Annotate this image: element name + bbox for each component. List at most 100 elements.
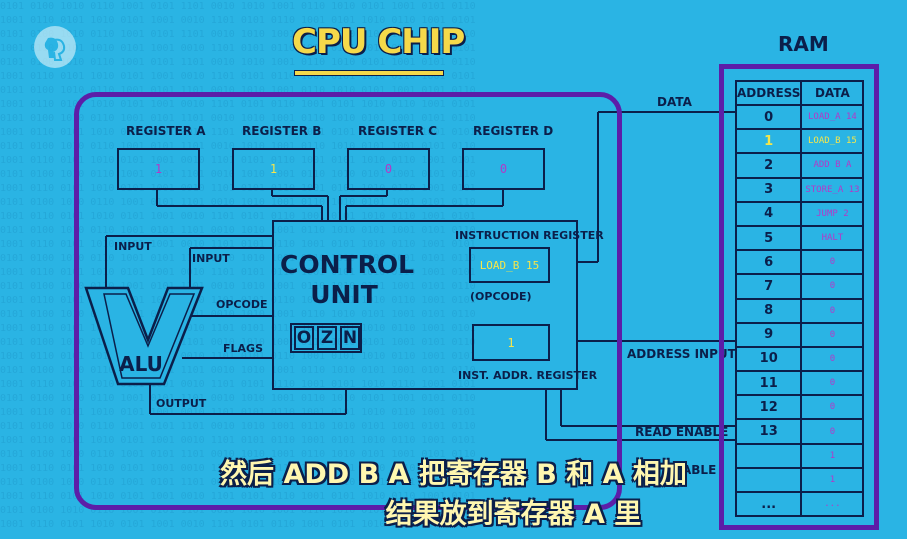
register-c-box: 0 bbox=[347, 148, 430, 190]
ram-address-cell: 1 bbox=[734, 128, 803, 155]
register-d-box: 0 bbox=[462, 148, 545, 190]
alu-input-1-label: INPUT bbox=[114, 240, 152, 253]
control-unit-title-line2: UNIT bbox=[310, 280, 378, 309]
ram-data-cell: 0 bbox=[800, 297, 865, 324]
ram-header-address: ADDRESS bbox=[734, 80, 803, 106]
inst-addr-register-label: INST. ADDR. REGISTER bbox=[458, 369, 598, 382]
ram-address-cell: 9 bbox=[734, 321, 803, 348]
data-bus-label: DATA bbox=[657, 95, 692, 109]
cpu-chip-title: CPU CHIP bbox=[292, 22, 465, 62]
pbs-logo-icon bbox=[34, 26, 76, 68]
read-enable-label: READ ENABLE bbox=[635, 425, 729, 439]
ram-data-cell: 1 bbox=[800, 442, 865, 469]
ram-data-cell: 1 bbox=[800, 466, 865, 494]
ram-address-cell: 8 bbox=[734, 297, 803, 324]
ram-data-cell: 0 bbox=[800, 249, 865, 276]
register-d-value: 0 bbox=[499, 162, 508, 176]
flag-zero: Z bbox=[317, 326, 337, 350]
ram-header-data: DATA bbox=[800, 80, 865, 106]
ram-address-cell: 6 bbox=[734, 249, 803, 276]
ram-address-cell: 10 bbox=[734, 345, 803, 373]
ram-row: 1 bbox=[734, 442, 865, 469]
alu-label: ALU bbox=[119, 352, 163, 376]
ram-data-cell: 0 bbox=[800, 370, 865, 397]
subtitle-line-1: 然后 ADD B A 把寄存器 B 和 A 相加 bbox=[220, 459, 687, 490]
ram-data-cell: LOAD_A 14 bbox=[800, 103, 865, 131]
register-d-label: REGISTER D bbox=[473, 124, 554, 138]
ram-data-cell: STORE_A 13 bbox=[800, 176, 865, 203]
alu-opcode-label: OPCODE bbox=[216, 298, 268, 311]
register-a-label: REGISTER A bbox=[126, 124, 206, 138]
ram-address-cell: 13 bbox=[734, 418, 803, 445]
inst-addr-register-value: 1 bbox=[507, 336, 515, 350]
register-a-box: 1 bbox=[117, 148, 200, 190]
title-underline bbox=[294, 70, 444, 76]
instruction-register-value: LOAD_B 15 bbox=[479, 259, 540, 272]
ram-address-cell: 0 bbox=[734, 103, 803, 131]
ram-address-cell: 4 bbox=[734, 200, 803, 227]
ram-data-cell: ... bbox=[800, 490, 865, 518]
ram-address-cell: ... bbox=[734, 490, 803, 518]
register-c-label: REGISTER C bbox=[358, 124, 438, 138]
control-unit-title-line1: CONTROL bbox=[280, 250, 415, 279]
register-c-value: 0 bbox=[384, 162, 393, 176]
instruction-register-box: LOAD_B 15 bbox=[469, 247, 550, 283]
ram-data-cell: 0 bbox=[800, 345, 865, 373]
ram-data-cell: HALT bbox=[800, 224, 865, 252]
register-b-value: 1 bbox=[269, 162, 278, 176]
flag-negative: N bbox=[340, 326, 360, 350]
opcode-note: (OPCODE) bbox=[470, 290, 532, 303]
ram-row: ...... bbox=[734, 490, 865, 518]
instruction-register-label: INSTRUCTION REGISTER bbox=[455, 229, 604, 242]
flags-register bbox=[290, 323, 362, 353]
ram-address-cell: 11 bbox=[734, 370, 803, 397]
register-b-label: REGISTER B bbox=[242, 124, 322, 138]
ram-address-cell: 7 bbox=[734, 273, 803, 300]
flag-overflow: O bbox=[294, 326, 314, 350]
ram-address-cell bbox=[734, 442, 803, 469]
control-unit-box bbox=[272, 220, 578, 390]
write-enable-label-end: ABLE bbox=[682, 463, 717, 477]
ram-data-cell: 0 bbox=[800, 418, 865, 445]
ram-data-cell: 0 bbox=[800, 394, 865, 421]
subtitle-line-2: 结果放到寄存器 A 里 bbox=[385, 499, 642, 530]
alu-flags-label: FLAGS bbox=[223, 342, 263, 355]
ram-address-cell: 12 bbox=[734, 394, 803, 421]
cpu-boundary bbox=[74, 92, 622, 510]
ram-row: 1 bbox=[734, 466, 865, 494]
address-input-label: ADDRESS INPUT bbox=[627, 347, 736, 361]
ram-boundary bbox=[719, 64, 879, 530]
ram-data-cell: 0 bbox=[800, 273, 865, 300]
ram-data-cell: ADD B A bbox=[800, 152, 865, 179]
ram-title: RAM bbox=[778, 32, 829, 56]
ram-data-cell: LOAD_B 15 bbox=[800, 128, 865, 155]
alu-output-label: OUTPUT bbox=[156, 397, 207, 410]
write-enable-label-start: W bbox=[636, 463, 650, 477]
register-a-value: 1 bbox=[154, 162, 163, 176]
ram-data-cell: JUMP 2 bbox=[800, 200, 865, 227]
alu-input-2-label: INPUT bbox=[192, 252, 230, 265]
ram-address-cell: 2 bbox=[734, 152, 803, 179]
ram-address-cell: 5 bbox=[734, 224, 803, 252]
inst-addr-register-box: 1 bbox=[472, 324, 550, 361]
ram-address-cell: 3 bbox=[734, 176, 803, 203]
ram-data-cell: 0 bbox=[800, 321, 865, 348]
register-b-box: 1 bbox=[232, 148, 315, 190]
ram-address-cell bbox=[734, 466, 803, 494]
